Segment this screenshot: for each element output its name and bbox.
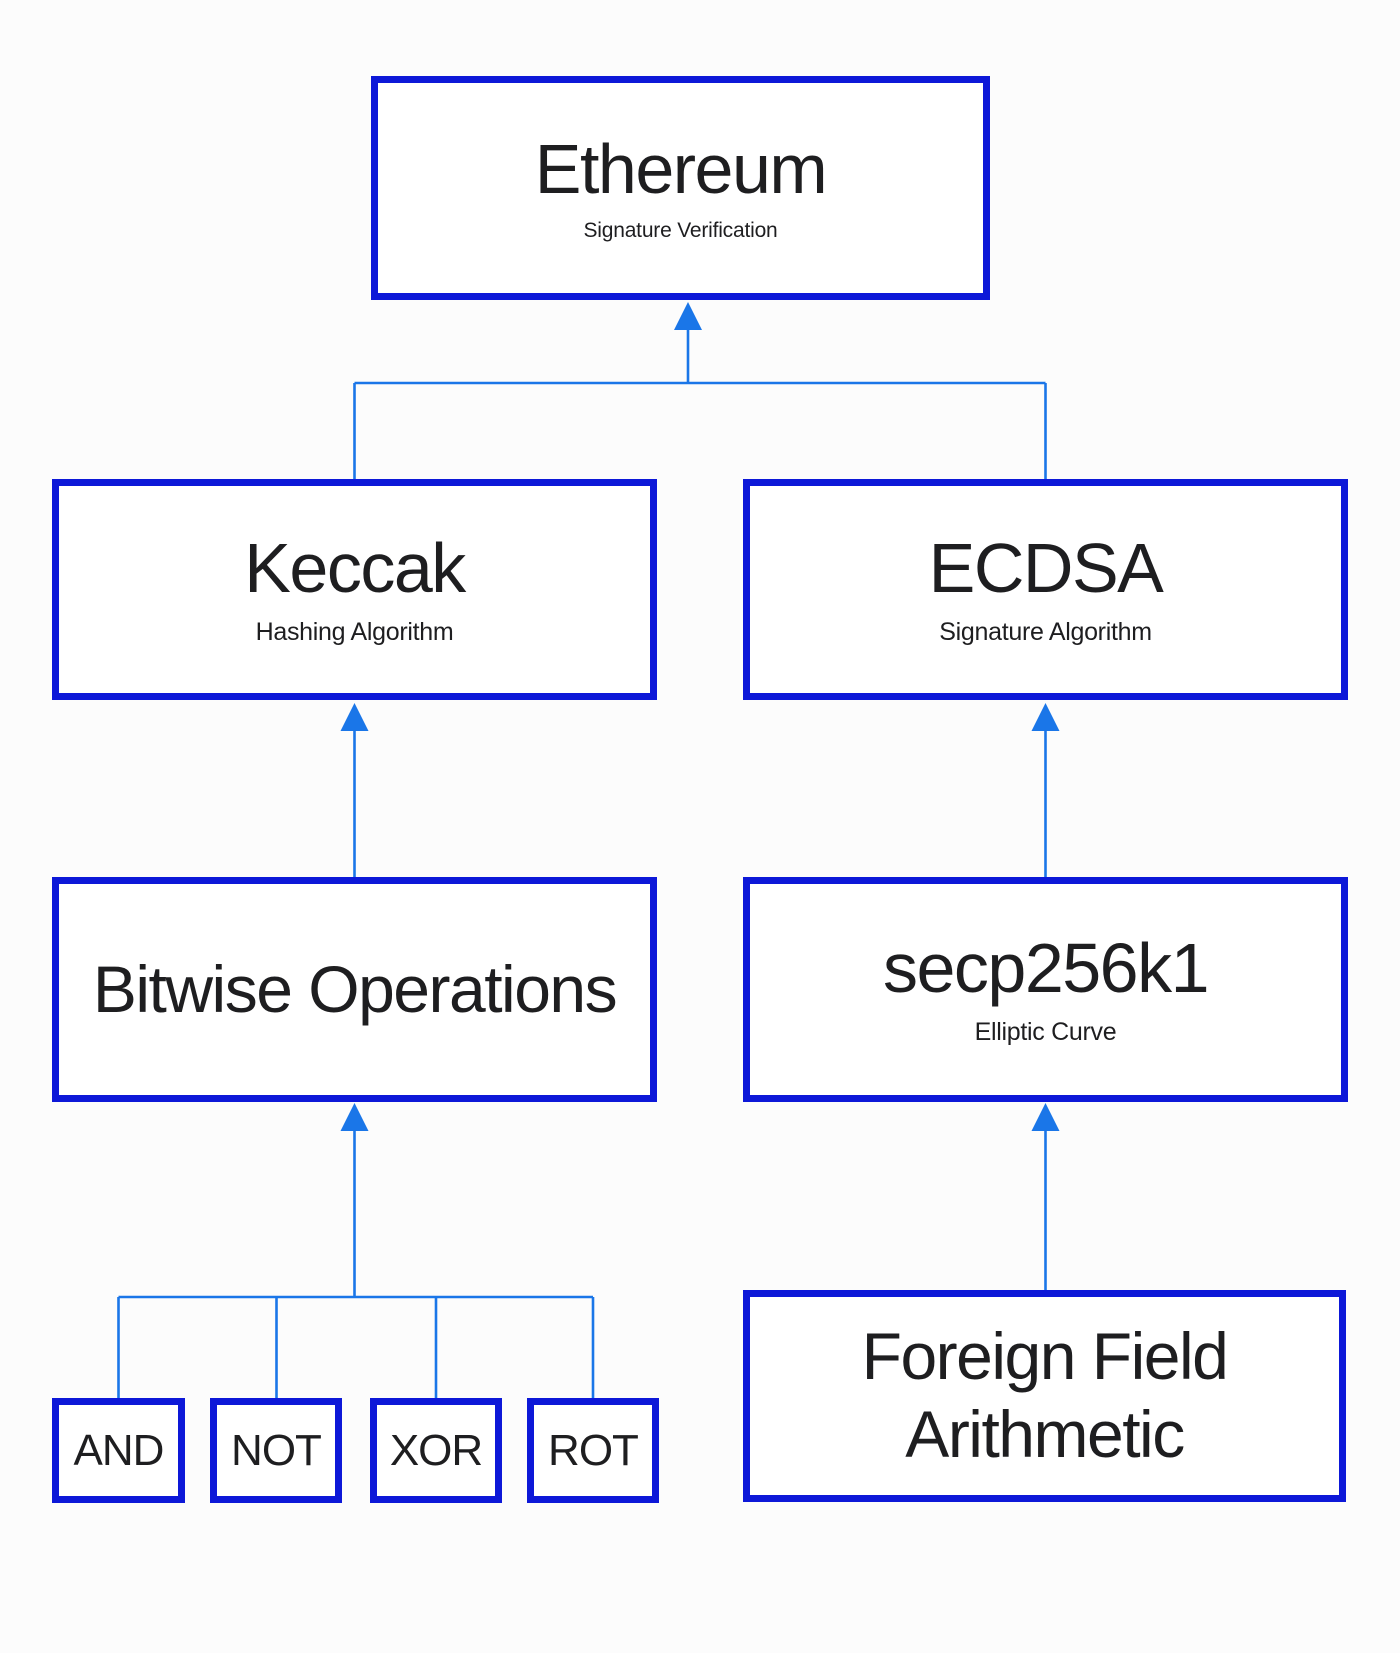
node-not-title: NOT [231, 1425, 322, 1475]
node-foreign-field-arithmetic: Foreign Field Arithmetic [743, 1290, 1346, 1502]
node-foreign-field-arithmetic-title: Foreign Field Arithmetic [861, 1319, 1229, 1471]
node-ethereum: Ethereum Signature Verification [371, 76, 990, 300]
node-keccak-subtitle: Hashing Algorithm [255, 617, 454, 646]
node-keccak: Keccak Hashing Algorithm [52, 479, 657, 700]
node-and: AND [52, 1398, 185, 1503]
arrowhead-into-ethereum-icon [674, 302, 702, 330]
node-bitwise-operations: Bitwise Operations [52, 877, 657, 1102]
node-ethereum-title: Ethereum [534, 130, 828, 209]
node-secp256k1-subtitle: Elliptic Curve [974, 1017, 1117, 1046]
node-ecdsa-subtitle: Signature Algorithm [939, 617, 1152, 646]
node-secp256k1: secp256k1 Elliptic Curve [743, 877, 1348, 1102]
node-rot-title: ROT [548, 1425, 639, 1475]
node-and-title: AND [73, 1425, 165, 1475]
node-keccak-title: Keccak [244, 529, 466, 608]
arrowhead-into-keccak-icon [340, 703, 369, 731]
node-secp256k1-title: secp256k1 [882, 929, 1210, 1008]
node-bitwise-operations-title: Bitwise Operations [92, 951, 618, 1026]
node-not: NOT [210, 1398, 342, 1503]
node-ethereum-subtitle: Signature Verification [583, 218, 778, 242]
node-xor: XOR [370, 1398, 502, 1503]
node-rot: ROT [527, 1398, 659, 1503]
arrowhead-into-ecdsa-icon [1031, 703, 1060, 731]
node-xor-title: XOR [389, 1425, 483, 1475]
arrowhead-into-bitwise-icon [340, 1103, 369, 1131]
node-ecdsa: ECDSA Signature Algorithm [743, 479, 1348, 700]
node-ecdsa-title: ECDSA [928, 529, 1164, 608]
arrowhead-into-secp256k1-icon [1031, 1103, 1060, 1131]
